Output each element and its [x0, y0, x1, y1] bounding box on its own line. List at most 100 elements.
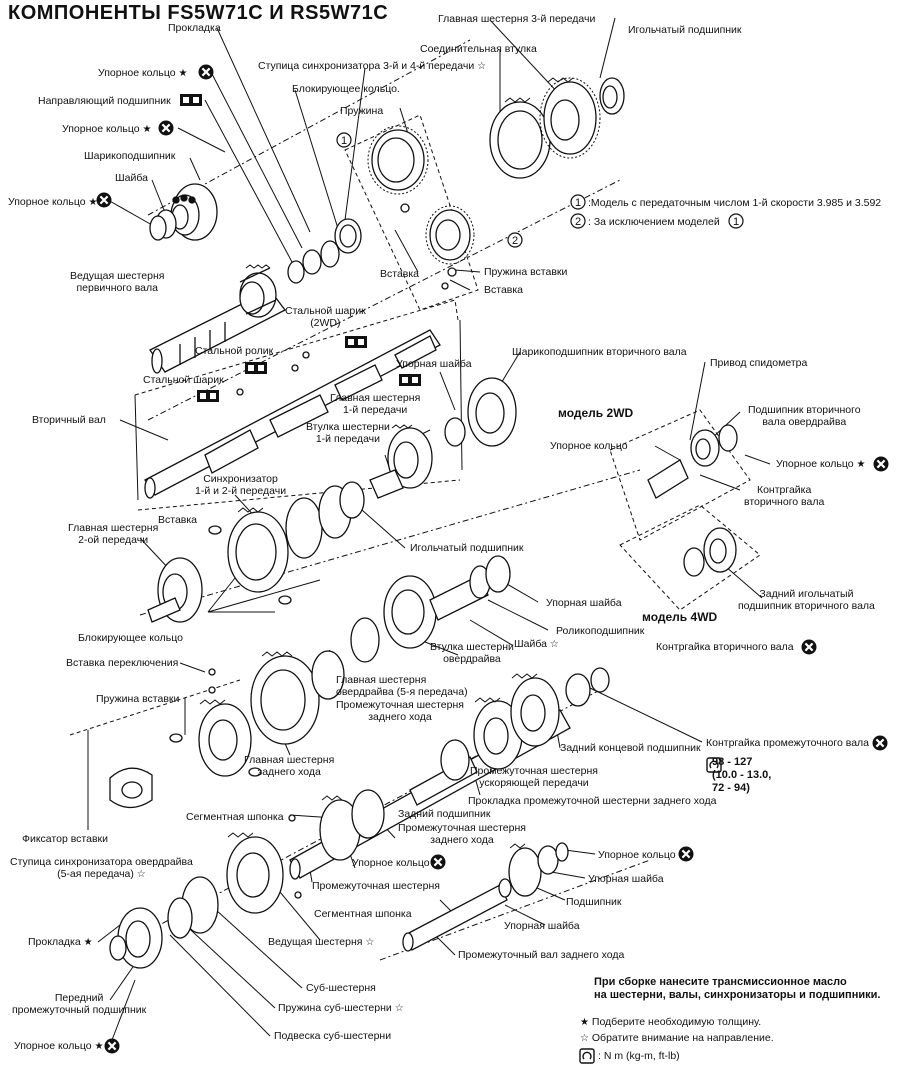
label-speedo-drive: Привод спидометра [710, 357, 808, 369]
label-washer-mid: Шайба ☆ [514, 638, 559, 651]
label-ball-bearing: Шарикоподшипник [84, 150, 176, 162]
label-model-2wd: модель 2WD [558, 406, 634, 420]
label-needle-bearing-top: Игольчатый подшипник [628, 24, 742, 36]
label-od-ms-bearing: Подшипник вторичного вала овердрайва [748, 404, 861, 428]
label-steel-roller: Стальной ролик [195, 345, 274, 357]
legend-text: Подберите необходимую толщину. [591, 1016, 762, 1028]
label-text: Ступица синхронизатора 3-й и 4-й передач… [258, 60, 475, 72]
label-rev-idler-spacer: Прокладка промежуточной шестерни заднего… [468, 795, 717, 807]
ref-number-2: 2 [512, 235, 518, 247]
label-woodruff-key-2: Сегментная шпонка [314, 908, 412, 920]
label-od-gear: Главная шестерня овердрайва (5-я передач… [336, 674, 468, 698]
torque-wrench-icon [579, 757, 722, 1064]
reference-marks: 1 2 1 2 1 [336, 132, 744, 248]
star-mark: ★ [94, 1041, 104, 1052]
label-baulk-ring-mid: Блокирующее кольцо [78, 632, 183, 644]
label-text: Прокладка [28, 936, 81, 948]
label-insert-retainer: Фиксатор вставки [22, 833, 108, 845]
label-od-bushing: Втулка шестерни овердрайва [430, 641, 514, 665]
label-rear-end-bearing: Задний концевой подшипник [560, 742, 701, 754]
label-thrust-washer-br: Упорная шайба [588, 873, 664, 885]
label-text: Шайба [514, 638, 547, 650]
label-needle-bearing-mid: Игольчатый подшипник [410, 542, 524, 554]
label-baulk-ring-top: Блокирующее кольцо. [292, 83, 400, 95]
torque-value: 98 - 127 (10.0 - 13.0, 72 - 94) [712, 756, 772, 794]
label-snap-ring-1: Упорное кольцо ★ [98, 67, 188, 80]
label-1st-gear: Главная шестерня 1-й передачи [330, 392, 421, 416]
label-sync-hub-34: Ступица синхронизатора 3-й и 4-й передач… [258, 60, 486, 73]
legend-torque-unit: : N m (kg-m, ft-lb) [598, 1050, 680, 1062]
hollow-star-mark: ☆ [365, 937, 375, 948]
label-1st-bushing: Втулка шестерни 1-й передачи [306, 421, 390, 445]
legend-star: ★ Подберите необходимую толщину. [580, 1016, 761, 1029]
ref-number-1: 1 [575, 197, 581, 209]
label-od-sync-hub: Ступица синхронизатора овердрайва (5-ая … [10, 856, 193, 881]
label-insert-spring-mid: Пружина вставки [96, 693, 180, 705]
label-2nd-gear: Главная шестерня 2-ой передачи [68, 522, 159, 546]
label-drive-gear: Ведущая шестерня ☆ [268, 936, 374, 949]
label-od-counter-gear: Промежуточная шестерня ускоряющей переда… [470, 765, 598, 789]
label-3rd-gear: Главная шестерня 3-й передачи [438, 13, 596, 25]
label-text: Упорное кольцо [62, 123, 140, 135]
star-mark: ★ [142, 124, 152, 135]
label-snap-ring-mid: Упорное кольцо [352, 857, 430, 869]
label-text: Ведущая шестерня [268, 936, 363, 948]
label-rear-bearing: Задний подшипник [398, 808, 491, 820]
label-snap-ring-3: Упорное кольцо ★ [8, 196, 98, 209]
label-sync-12: Синхронизатор 1-й и 2-й передачи [195, 473, 287, 497]
label-steel-ball: Стальной шарик [143, 374, 224, 386]
star-mark: ★ [580, 1017, 589, 1028]
label-snap-ring-br: Упорное кольцо [598, 849, 676, 861]
label-bearing-br: Подшипник [566, 896, 622, 908]
label-gasket-bottom: Прокладка ★ [28, 936, 93, 949]
label-ms-ball-bearing: Шарикоподшипник вторичного вала [512, 346, 687, 358]
label-main-drive-gear: Ведущая шестерня первичного вала [70, 270, 165, 294]
label-rev-idler-gear: Промежуточная шестерня заднего хода [398, 822, 526, 846]
legend-hollow-star: ☆ Обратите внимание на направление. [580, 1032, 774, 1045]
label-thrust-washer-br-2: Упорная шайба [504, 920, 580, 932]
label-sub-gear: Суб-шестерня [306, 982, 376, 994]
label-text: Упорное кольцо [14, 1040, 92, 1052]
star-mark: ★ [856, 459, 866, 470]
label-shift-insert: Вставка переключения [66, 657, 179, 669]
label-text: Упорное кольцо [8, 196, 86, 208]
label-coupling-sleeve: Соединительная втулка [420, 43, 537, 55]
label-front-counter-bearing: Передний промежуточный подшипник [12, 992, 147, 1016]
label-snap-ring-right-2: Упорное кольцо ★ [776, 458, 866, 471]
label-gasket-top: Прокладка [168, 22, 221, 34]
label-ms-locknut-4wd: Контргайка вторичного вала [656, 641, 794, 653]
label-pilot-bearing: Направляющий подшипник [38, 95, 171, 107]
label-text: Упорное кольцо [98, 67, 176, 79]
label-counter-locknut: Контргайка промежуточного вала [706, 737, 870, 749]
label-mainshaft: Вторичный вал [32, 414, 106, 426]
ref-number-2: 2 [575, 216, 581, 228]
label-thrust-washer-mid: Упорная шайба [546, 597, 622, 609]
ref-number-1: 1 [341, 135, 347, 147]
label-model-4wd: модель 4WD [642, 610, 718, 624]
label-snap-ring-right: Упорное кольцо [550, 440, 628, 452]
star-mark: ★ [83, 937, 93, 948]
label-insert-spring: Пружина вставки [484, 266, 568, 278]
label-rear-needle: Задний игольчатый подшипник вторичного в… [738, 588, 875, 612]
label-text: Пружина суб-шестерни [278, 1002, 392, 1014]
label-roller-bearing: Роликоподшипник [556, 625, 645, 637]
label-washer: Шайба [115, 172, 148, 184]
label-woodruff-key-1: Сегментная шпонка [186, 811, 284, 823]
label-rev-idler-shaft: Промежуточный вал заднего хода [458, 949, 625, 961]
label-spring-top: Пружина [340, 105, 384, 117]
label-sub-gear-spring: Пружина суб-шестерни ☆ [278, 1002, 404, 1015]
hollow-star-mark: ☆ [136, 869, 146, 880]
star-mark: ★ [88, 197, 98, 208]
label-sub-gear-bracket: Подвеска суб-шестерни [274, 1030, 392, 1042]
ref-number-1: 1 [733, 216, 739, 228]
label-reverse-idler: Промежуточная шестерня заднего хода [336, 699, 464, 723]
label-insert-top-2: Вставка [484, 284, 524, 296]
hollow-star-mark: ☆ [394, 1003, 404, 1014]
label-counter-gear: Промежуточная шестерня [312, 880, 440, 892]
assembly-note: При сборке нанесите трансмиссионное масл… [594, 976, 881, 1001]
legend-model-1: :Модель с передаточным числом 1-й скорос… [588, 197, 882, 209]
label-insert-top: Вставка [380, 268, 420, 280]
diagram-title: КОМПОНЕНТЫ FS5W71C И RS5W71C [8, 2, 389, 24]
